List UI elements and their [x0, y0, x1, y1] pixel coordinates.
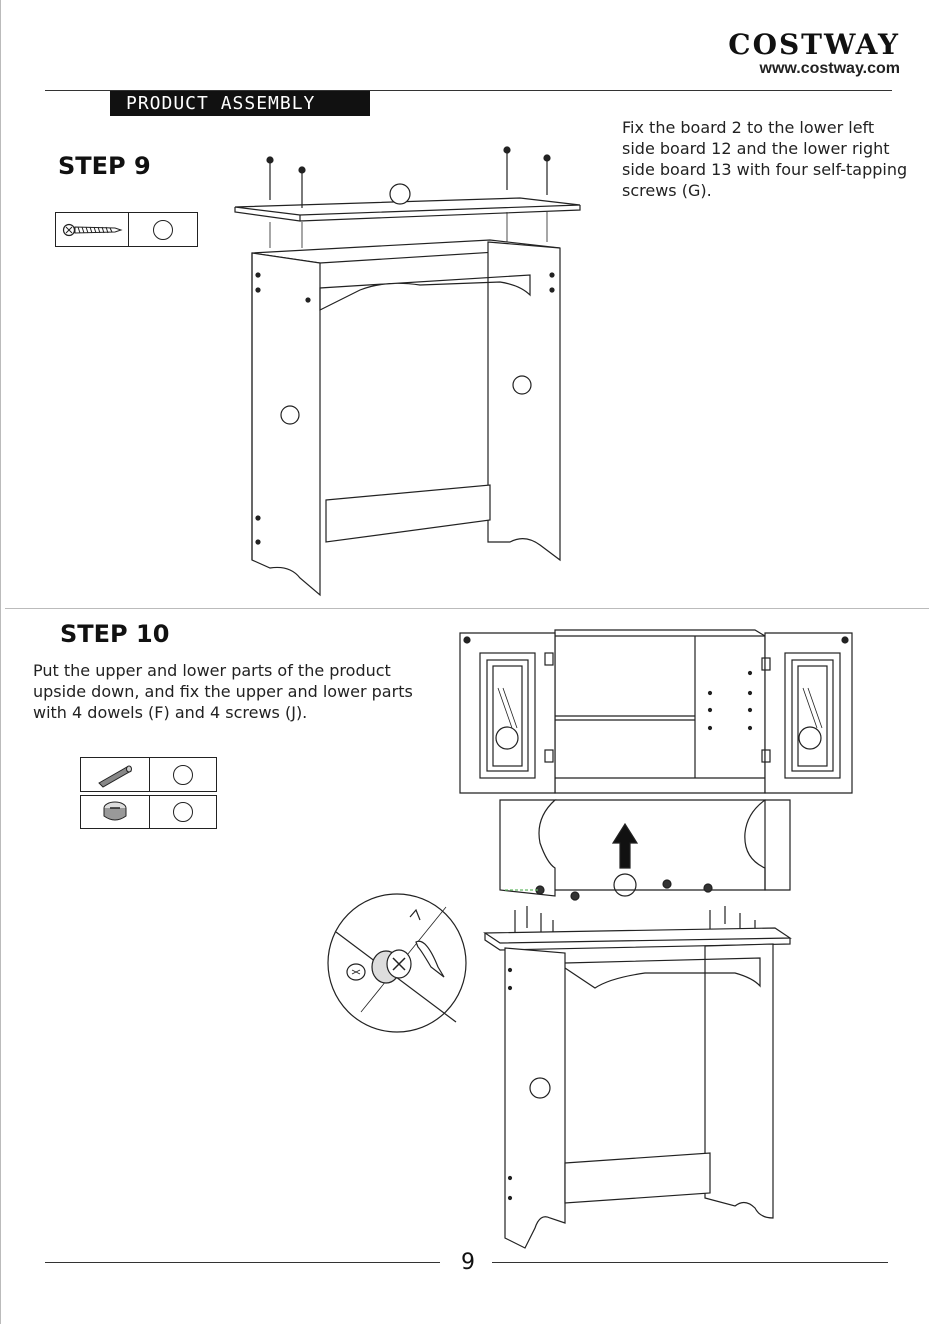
step-9-cabinet-diagram — [234, 146, 581, 597]
step-9-part-box — [55, 212, 198, 247]
dowel-icon — [81, 758, 150, 791]
step-10-title: STEP 10 — [60, 620, 170, 648]
step-10-cabinet-diagram — [459, 629, 853, 1249]
page-left-edge — [0, 0, 1, 1324]
step-9-instruction: Fix the board 2 to the lower left side b… — [622, 118, 908, 200]
dowel-part-box — [80, 757, 217, 792]
step-9-quantity-circle — [129, 213, 197, 246]
self-tapping-screw-icon — [56, 213, 129, 246]
cam-lock-quantity-circle — [150, 796, 216, 828]
cam-lock-detail-zoom — [327, 893, 467, 1033]
brand-block: COSTWAY www.costway.com — [700, 30, 900, 78]
page-number: 9 — [461, 1250, 475, 1275]
section-banner: PRODUCT ASSEMBLY — [110, 91, 370, 116]
header-rule — [45, 90, 892, 91]
cam-lock-part-box — [80, 795, 217, 829]
step-10-instruction: Put the upper and lower parts of the pro… — [33, 661, 413, 722]
cam-lock-icon — [81, 796, 150, 828]
dowel-quantity-circle — [150, 758, 216, 791]
footer-rule-left — [45, 1262, 440, 1263]
footer-rule-right — [492, 1262, 888, 1263]
section-divider — [5, 608, 929, 609]
brand-url: www.costway.com — [759, 60, 900, 77]
brand-logo: COSTWAY — [728, 28, 900, 61]
step-9-title: STEP 9 — [58, 152, 151, 180]
